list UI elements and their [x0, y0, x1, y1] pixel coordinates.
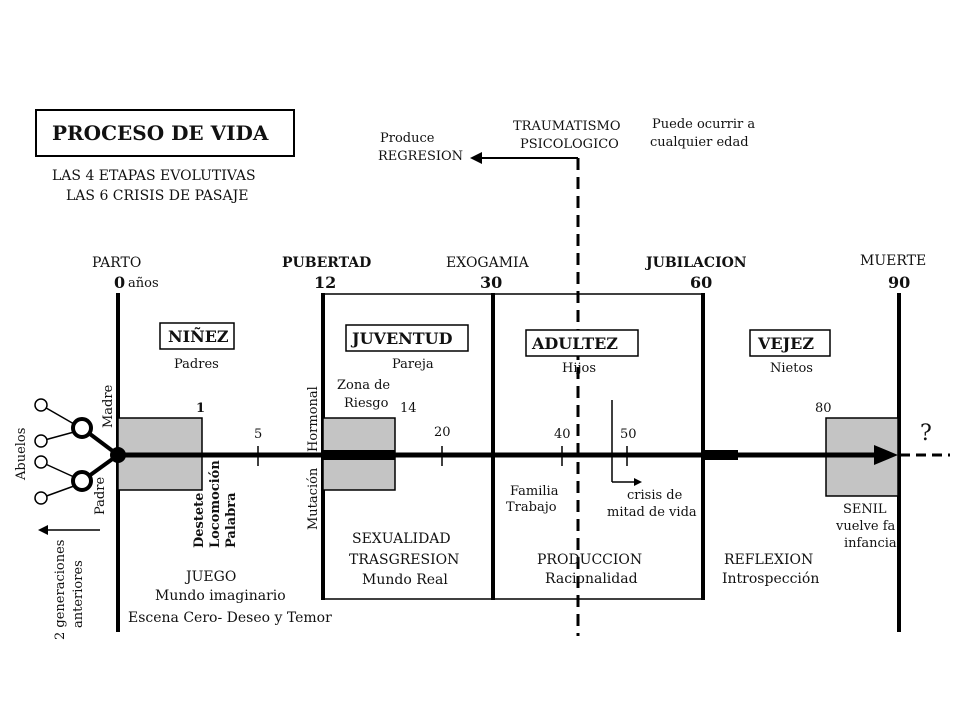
- juventud-sub: Pareja: [392, 357, 434, 372]
- mundo-real-label: Mundo Real: [362, 572, 448, 588]
- jubilacion-label: JUBILACION: [644, 255, 747, 271]
- reflexion-label: REFLEXION: [724, 552, 813, 568]
- tick-label-20: 20: [434, 425, 451, 440]
- subtitle-crisis: LAS 6 CRISIS DE PASAJE: [66, 188, 248, 204]
- muerte-age: 90: [888, 273, 910, 292]
- hormonal-label: Hormonal: [306, 386, 321, 452]
- generaciones-line2: anteriores: [71, 560, 86, 628]
- senil-line2: vuelve fa: [835, 519, 896, 534]
- adultez-sub: Hijos: [562, 361, 596, 376]
- racionalidad-label: Racionalidad: [545, 571, 638, 587]
- pubertad-age: 12: [314, 273, 336, 292]
- exogamia-age: 30: [480, 273, 502, 292]
- escena-cero-label: Escena Cero- Deseo y Temor: [128, 610, 332, 626]
- crisis-line2: mitad de vida: [607, 505, 697, 520]
- tick-label-14: 14: [400, 401, 417, 416]
- abuelo-node-3: [34, 455, 48, 469]
- adultez-box: [525, 329, 639, 357]
- parto-age: 0: [114, 273, 125, 292]
- muerte-label: MUERTE: [860, 253, 926, 269]
- sexualidad-label: SEXUALIDAD: [352, 531, 451, 547]
- anos-label: años: [128, 276, 159, 291]
- diagram-title: PROCESO DE VIDA: [52, 121, 269, 145]
- padre-label: Padre: [93, 477, 108, 515]
- crisis-line1: crisis de: [627, 488, 683, 503]
- tick-label-40: 40: [554, 427, 571, 442]
- crisis-arrow-head: [634, 478, 642, 486]
- ninez-label: NIÑEZ: [168, 325, 229, 346]
- regresion-label: REGRESION: [378, 149, 463, 164]
- tick-label-1: 1: [196, 401, 205, 416]
- trabajo-label: Trabajo: [506, 500, 557, 515]
- generaciones-arrow-head: [38, 525, 48, 535]
- palabra-label: Palabra: [224, 492, 239, 548]
- cualquier-edad-line2: cualquier edad: [650, 135, 749, 150]
- timeline-arrow-head: [874, 445, 898, 465]
- vejez-label: VEJEZ: [757, 334, 814, 353]
- subtitle-etapas: LAS 4 ETAPAS EVOLUTIVAS: [52, 168, 256, 184]
- question-mark: ?: [920, 421, 932, 446]
- juventud-box: [345, 324, 469, 352]
- tick-label-5: 5: [254, 427, 262, 442]
- zona-line2: Riesgo: [344, 396, 389, 411]
- birth-node: [110, 447, 126, 463]
- ninez-sub: Padres: [174, 357, 219, 372]
- abuelos-label: Abuelos: [14, 428, 29, 481]
- mundo-imaginario-label: Mundo imaginario: [155, 588, 286, 604]
- mutacion-label: Mutación: [306, 467, 321, 530]
- cualquier-edad-line1: Puede ocurrir a: [652, 117, 755, 132]
- vejez-sub: Nietos: [770, 361, 813, 376]
- introspeccion-label: Introspección: [722, 571, 819, 587]
- juego-label: JUEGO: [184, 569, 236, 585]
- vejez-box: [749, 329, 831, 357]
- madre-label: Madre: [101, 384, 116, 428]
- trasgresion-label: TRASGRESION: [349, 552, 459, 568]
- regresion-arrow-head: [470, 152, 482, 164]
- padre-node: [71, 470, 93, 492]
- zona-line1: Zona de: [337, 378, 390, 393]
- jubilacion-age: 60: [690, 273, 712, 292]
- senil-line1: SENIL: [843, 502, 887, 517]
- exogamia-label: EXOGAMIA: [446, 255, 530, 271]
- pubertad-label: PUBERTAD: [282, 255, 371, 271]
- abuelo-node-2: [34, 434, 48, 448]
- adultez-label: ADULTEZ: [531, 334, 618, 353]
- traumatismo-label: TRAUMATISMO: [513, 119, 620, 134]
- destete-label: Destete: [192, 493, 207, 548]
- tick-label-80: 80: [815, 401, 832, 416]
- familia-label: Familia: [510, 484, 559, 499]
- psicologico-label: PSICOLOGICO: [520, 137, 619, 152]
- generaciones-line1: 2 generaciones: [53, 540, 68, 640]
- title-box: [35, 109, 295, 157]
- ninez-box: [159, 322, 235, 350]
- senil-line3: infancia: [844, 536, 897, 551]
- produce-label: Produce: [380, 131, 435, 146]
- parto-label: PARTO: [92, 255, 141, 271]
- madre-node: [71, 417, 93, 439]
- juventud-label: JUVENTUD: [350, 329, 453, 348]
- abuelo-node-1: [34, 398, 48, 412]
- tick-label-50: 50: [620, 427, 637, 442]
- produccion-label: PRODUCCION: [537, 552, 642, 568]
- locomocion-label: Locomoción: [208, 460, 223, 548]
- abuelo-node-4: [34, 491, 48, 505]
